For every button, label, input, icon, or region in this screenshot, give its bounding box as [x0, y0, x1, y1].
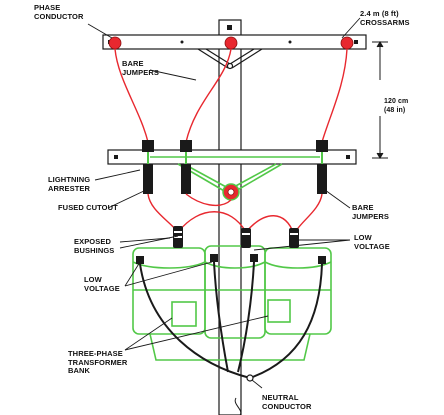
label-neutral-conductor: NEUTRAL CONDUCTOR [262, 393, 312, 411]
bare-jumpers-top [114, 48, 348, 143]
utility-pole [218, 19, 242, 415]
label-crossarms: 2.4 m (8 ft) CROSSARMS [360, 9, 410, 27]
pole-top-bolt [227, 25, 232, 30]
label-fused-cutout: FUSED CUTOUT [58, 203, 118, 212]
center-insulator [222, 183, 240, 201]
label-exposed-bushings: EXPOSED BUSHINGS [74, 237, 115, 255]
label-dimension: 120 cm (48 in) [384, 98, 409, 114]
transformer-bank [132, 245, 332, 361]
top-crossarm-braces [197, 48, 263, 70]
label-transformer-bank: THREE-PHASE TRANSFORMER BANK [68, 349, 128, 375]
neutral-connector [234, 374, 254, 415]
fused-cutouts [142, 140, 328, 194]
label-lightning-arrester: LIGHTNING ARRESTER [48, 175, 91, 193]
exposed-bushings [173, 226, 299, 248]
secondary-cables [139, 261, 323, 379]
leader-lines [87, 17, 361, 389]
label-low-voltage-left: LOW VOLTAGE [84, 275, 120, 293]
low-voltage-terminals [136, 254, 326, 264]
label-bare-jumpers-top: BARE JUMPERS [122, 59, 159, 77]
label-low-voltage-right: LOW VOLTAGE [354, 233, 390, 251]
crossarm-spacing-dimension [372, 41, 388, 159]
label-bare-jumpers-right: BARE JUMPERS [352, 203, 389, 221]
label-phase-conductor: PHASE CONDUCTOR [34, 3, 84, 21]
